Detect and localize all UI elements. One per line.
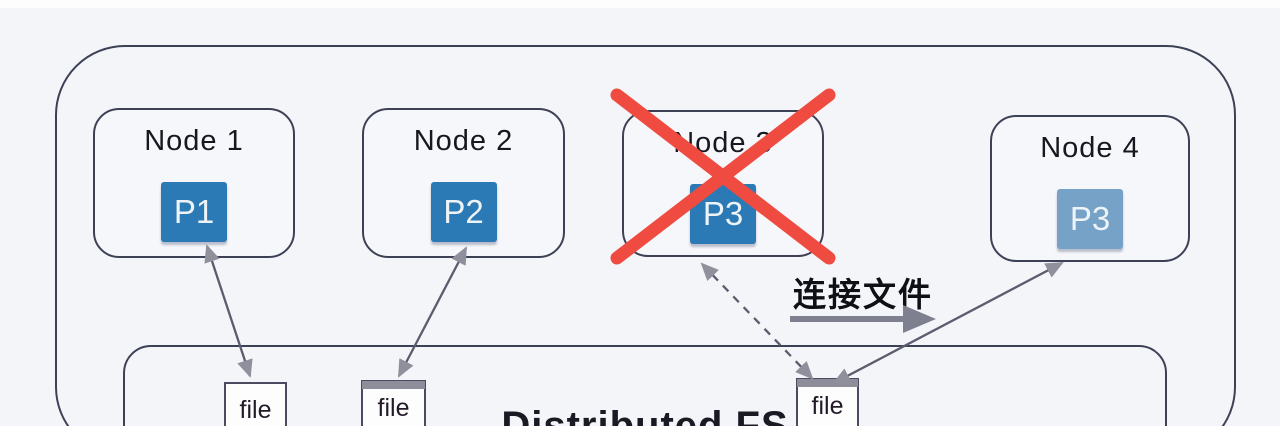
top-strip bbox=[0, 0, 1280, 8]
file-box-2: file bbox=[361, 380, 426, 426]
process-chip-p3: P3 bbox=[690, 184, 756, 244]
file-top-bar bbox=[362, 381, 425, 389]
distributed-fs-title: Distributed FS bbox=[501, 404, 789, 426]
node-box-4: Node 4 P3 bbox=[990, 115, 1190, 262]
node-box-1: Node 1 P1 bbox=[93, 108, 295, 258]
file-1-label: file bbox=[239, 396, 272, 424]
file-box-3: file bbox=[796, 378, 859, 426]
distributed-fs-container bbox=[123, 345, 1167, 426]
node-2-label: Node 2 bbox=[413, 125, 514, 157]
file-3-label: file bbox=[811, 392, 844, 420]
link-file-label: 连接文件 bbox=[793, 276, 933, 313]
node-box-2: Node 2 P2 bbox=[362, 108, 565, 258]
process-chip-p2: P2 bbox=[430, 182, 497, 242]
cluster-boundary bbox=[55, 45, 1236, 426]
node-1-label: Node 1 bbox=[144, 125, 244, 157]
file-top-bar bbox=[797, 379, 858, 387]
file-2-label: file bbox=[377, 394, 410, 422]
file-box-1: file bbox=[224, 382, 287, 426]
node-box-3-failed: Node 3 P3 bbox=[622, 110, 824, 257]
process-chip-p1: P1 bbox=[161, 182, 227, 242]
process-chip-p3-replica: P3 bbox=[1057, 189, 1123, 249]
node-3-label: Node 3 bbox=[673, 127, 773, 159]
node-4-label: Node 4 bbox=[1040, 132, 1140, 164]
